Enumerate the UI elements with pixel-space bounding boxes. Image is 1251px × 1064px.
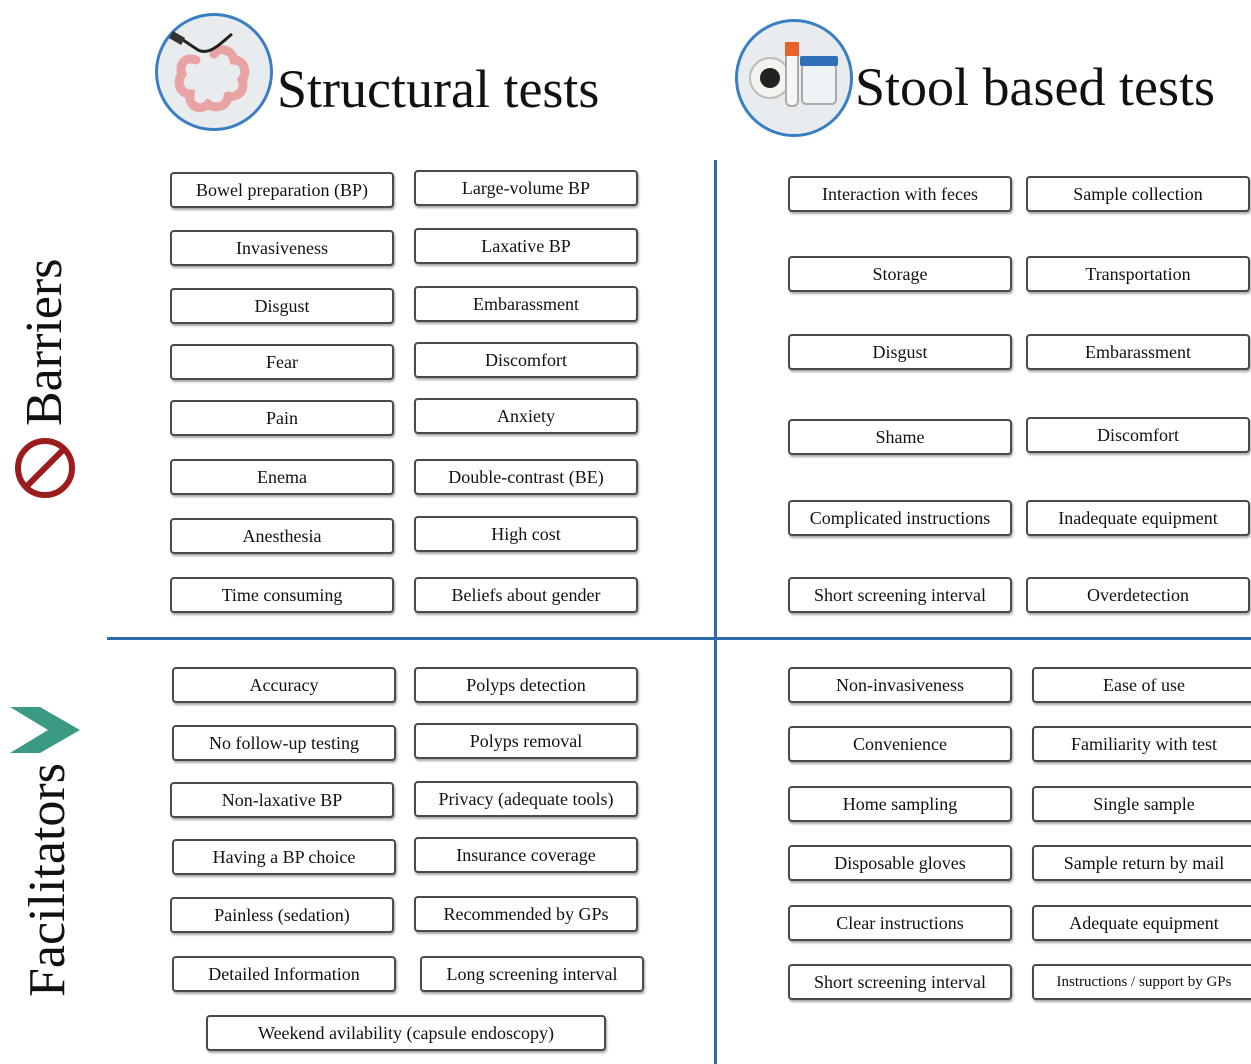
structural-barrier: Anesthesia bbox=[170, 518, 394, 554]
stool-based-tests-heading: Stool based tests bbox=[855, 57, 1215, 117]
structural-facilitator: Having a BP choice bbox=[172, 839, 396, 875]
stool-barrier: Discomfort bbox=[1026, 417, 1250, 453]
stool-barrier: Disgust bbox=[788, 334, 1012, 370]
stool-sample-container-icon bbox=[735, 19, 853, 137]
structural-barrier: Laxative BP bbox=[414, 228, 638, 264]
stool-barrier: Complicated instructions bbox=[788, 500, 1012, 536]
structural-barrier: Fear bbox=[170, 344, 394, 380]
no-entry-icon bbox=[15, 438, 75, 498]
structural-facilitator: Recommended by GPs bbox=[414, 896, 638, 932]
structural-facilitator: Non-laxative BP bbox=[170, 782, 394, 818]
stool-barrier: Storage bbox=[788, 256, 1012, 292]
structural-barrier: High cost bbox=[414, 516, 638, 552]
structural-barrier: Large-volume BP bbox=[414, 170, 638, 206]
stool-facilitator: Familiarity with test bbox=[1032, 726, 1251, 762]
horizontal-divider bbox=[107, 637, 1251, 640]
green-chevron-icon bbox=[10, 707, 80, 753]
stool-facilitator: Single sample bbox=[1032, 786, 1251, 822]
vertical-divider bbox=[714, 160, 717, 1064]
stool-barrier: Overdetection bbox=[1026, 577, 1250, 613]
structural-facilitator: Polyps removal bbox=[414, 723, 638, 759]
stool-barrier: Sample collection bbox=[1026, 176, 1250, 212]
structural-facilitator: Painless (sedation) bbox=[170, 897, 394, 933]
structural-barrier: Invasiveness bbox=[170, 230, 394, 266]
structural-facilitator: No follow-up testing bbox=[172, 725, 396, 761]
stool-barrier: Inadequate equipment bbox=[1026, 500, 1250, 536]
stool-facilitator: Non-invasiveness bbox=[788, 667, 1012, 703]
stool-facilitator: Sample return by mail bbox=[1032, 845, 1251, 881]
structural-facilitator: Long screening interval bbox=[420, 956, 644, 992]
structural-facilitator: Insurance coverage bbox=[414, 837, 638, 873]
stool-facilitator: Instructions / support by GPs bbox=[1032, 964, 1251, 1000]
structural-barrier: Bowel preparation (BP) bbox=[170, 172, 394, 208]
stool-barrier: Transportation bbox=[1026, 256, 1250, 292]
structural-facilitator: Weekend avilability (capsule endoscopy) bbox=[206, 1015, 606, 1051]
structural-barrier: Anxiety bbox=[414, 398, 638, 434]
stool-barrier: Short screening interval bbox=[788, 577, 1012, 613]
stool-barrier: Interaction with feces bbox=[788, 176, 1012, 212]
structural-facilitator: Accuracy bbox=[172, 667, 396, 703]
structural-barrier: Time consuming bbox=[170, 577, 394, 613]
stool-facilitator: Adequate equipment bbox=[1032, 905, 1251, 941]
stool-barrier: Embarassment bbox=[1026, 334, 1250, 370]
structural-barrier: Embarassment bbox=[414, 286, 638, 322]
structural-barrier: Pain bbox=[170, 400, 394, 436]
structural-barrier: Beliefs about gender bbox=[414, 577, 638, 613]
structural-barrier: Double-contrast (BE) bbox=[414, 459, 638, 495]
structural-facilitator: Polyps detection bbox=[414, 667, 638, 703]
structural-barrier: Enema bbox=[170, 459, 394, 495]
stool-facilitator: Clear instructions bbox=[788, 905, 1012, 941]
stool-facilitator: Ease of use bbox=[1032, 667, 1251, 703]
stool-barrier: Shame bbox=[788, 419, 1012, 455]
stool-facilitator: Disposable gloves bbox=[788, 845, 1012, 881]
structural-tests-heading: Structural tests bbox=[277, 59, 600, 119]
structural-barrier: Disgust bbox=[170, 288, 394, 324]
facilitators-label: Facilitators bbox=[19, 763, 76, 997]
stool-facilitator: Convenience bbox=[788, 726, 1012, 762]
stool-facilitator: Home sampling bbox=[788, 786, 1012, 822]
barriers-label: Barriers bbox=[16, 258, 73, 426]
structural-facilitator: Detailed Information bbox=[172, 956, 396, 992]
structural-barrier: Discomfort bbox=[414, 342, 638, 378]
structural-facilitator: Privacy (adequate tools) bbox=[414, 781, 638, 817]
stool-facilitator: Short screening interval bbox=[788, 964, 1012, 1000]
colonoscope-colon-icon bbox=[155, 13, 273, 131]
